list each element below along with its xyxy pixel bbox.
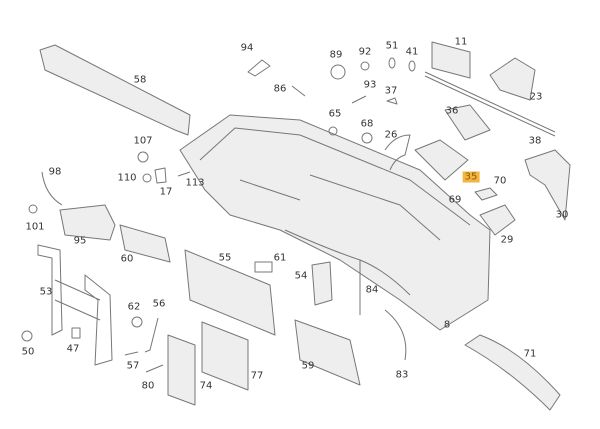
- label-110[interactable]: 110: [117, 172, 137, 184]
- label-98[interactable]: 98: [48, 166, 62, 178]
- label-36[interactable]: 36: [445, 105, 459, 117]
- part-47: [71, 327, 81, 339]
- label-86[interactable]: 86: [273, 83, 287, 95]
- label-29[interactable]: 29: [500, 234, 514, 246]
- part-70: [474, 187, 498, 201]
- part-92: [360, 61, 370, 71]
- part-95: [59, 204, 116, 241]
- part-80: [145, 364, 164, 373]
- part-58-beam: [39, 44, 191, 136]
- label-11[interactable]: 11: [454, 36, 468, 48]
- part-54: [311, 261, 333, 306]
- part-107: [137, 151, 149, 163]
- label-58[interactable]: 58: [133, 74, 147, 86]
- part-50: [21, 330, 33, 342]
- part-65: [328, 126, 338, 136]
- part-30: [524, 149, 571, 221]
- label-113[interactable]: 113: [185, 177, 205, 189]
- label-92[interactable]: 92: [358, 46, 372, 58]
- label-17[interactable]: 17: [159, 186, 173, 198]
- part-94: [247, 59, 271, 77]
- label-83[interactable]: 83: [395, 369, 409, 381]
- part-37: [386, 97, 398, 105]
- label-74[interactable]: 74: [199, 380, 213, 392]
- part-62: [131, 316, 143, 328]
- label-94[interactable]: 94: [240, 42, 254, 54]
- label-55[interactable]: 55: [218, 252, 232, 264]
- part-55: [184, 249, 276, 336]
- part-59: [294, 319, 361, 386]
- part-23: [489, 57, 536, 101]
- label-8[interactable]: 8: [443, 319, 451, 331]
- label-47[interactable]: 47: [66, 343, 80, 355]
- part-93: [351, 95, 367, 104]
- part-83: [384, 309, 407, 361]
- label-80[interactable]: 80: [141, 380, 155, 392]
- label-95[interactable]: 95: [73, 235, 87, 247]
- part-8-inner: [199, 127, 471, 241]
- part-77: [201, 321, 249, 391]
- part-35: [414, 139, 469, 181]
- label-35-highlighted[interactable]: 35: [462, 171, 480, 183]
- part-60: [119, 224, 171, 263]
- label-77[interactable]: 77: [250, 370, 264, 382]
- part-17: [154, 167, 167, 184]
- part-51: [388, 57, 396, 69]
- label-107[interactable]: 107: [133, 135, 153, 147]
- label-56[interactable]: 56: [152, 298, 166, 310]
- part-56: [144, 317, 159, 353]
- part-61: [254, 261, 273, 273]
- label-68[interactable]: 68: [360, 118, 374, 130]
- part-38-strip: [424, 71, 556, 137]
- part-71: [464, 334, 561, 411]
- label-54[interactable]: 54: [294, 270, 308, 282]
- label-65[interactable]: 65: [328, 108, 342, 120]
- label-38[interactable]: 38: [528, 135, 542, 147]
- label-37[interactable]: 37: [384, 85, 398, 97]
- label-70[interactable]: 70: [493, 175, 507, 187]
- part-29: [479, 204, 516, 236]
- label-69[interactable]: 69: [448, 194, 462, 206]
- label-60[interactable]: 60: [120, 253, 134, 265]
- part-101: [28, 204, 38, 214]
- part-110: [142, 173, 152, 183]
- label-101[interactable]: 101: [25, 221, 45, 233]
- part-36: [444, 104, 491, 141]
- label-89[interactable]: 89: [329, 49, 343, 61]
- label-59[interactable]: 59: [301, 360, 315, 372]
- label-84[interactable]: 84: [365, 284, 379, 296]
- label-41[interactable]: 41: [405, 46, 419, 58]
- label-53[interactable]: 53: [39, 286, 53, 298]
- label-61[interactable]: 61: [273, 252, 287, 264]
- part-74: [167, 334, 196, 406]
- label-93[interactable]: 93: [363, 79, 377, 91]
- part-57: [124, 351, 139, 356]
- part-11: [431, 41, 471, 79]
- part-89: [330, 64, 346, 80]
- part-26: [384, 134, 411, 171]
- label-30[interactable]: 30: [555, 209, 569, 221]
- part-113: [177, 171, 191, 177]
- label-71[interactable]: 71: [523, 348, 537, 360]
- part-84-harness: [284, 229, 411, 315]
- part-41: [408, 60, 416, 72]
- part-98-wire: [41, 171, 63, 206]
- label-57[interactable]: 57: [126, 360, 140, 372]
- label-62[interactable]: 62: [127, 301, 141, 313]
- label-51[interactable]: 51: [385, 40, 399, 52]
- label-50[interactable]: 50: [21, 346, 35, 358]
- part-8-bumper: [179, 114, 491, 331]
- part-86: [291, 85, 306, 97]
- label-23[interactable]: 23: [529, 91, 543, 103]
- part-53: [37, 244, 113, 366]
- label-26[interactable]: 26: [384, 129, 398, 141]
- part-68: [361, 132, 373, 144]
